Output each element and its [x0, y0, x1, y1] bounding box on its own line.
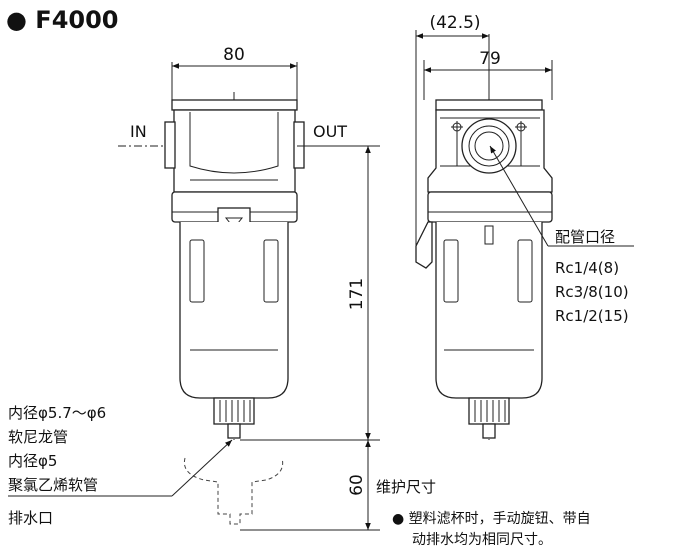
note: ● 塑料滤杯时，手动旋钮、带自 动排水均为相同尺寸。: [392, 511, 591, 548]
dim-height-171: 171: [347, 278, 367, 310]
dim-width-80: 80: [223, 45, 245, 65]
port-out-label: OUT: [313, 122, 347, 141]
port-size-option-2: Rc3/8(10): [555, 283, 629, 301]
maintenance-label: 维护尺寸: [376, 478, 436, 496]
drawing-title: ● F4000: [6, 6, 119, 34]
port-size-heading: 配管口径: [555, 228, 615, 246]
note-line-2: 动排水均为相同尺寸。: [412, 532, 552, 548]
height-dimension: 171: [240, 145, 380, 441]
front-view: 80 IN OUT: [118, 45, 375, 525]
maintenance-dimension: 60 维护尺寸: [240, 440, 436, 531]
note-line-1: ● 塑料滤杯时，手动旋钮、带自: [392, 511, 591, 527]
drain-label-line1: 内径φ5.7～φ6: [8, 404, 106, 422]
dim-depth-42-5: (42.5): [429, 13, 480, 33]
port-size-option-1: Rc1/4(8): [555, 259, 619, 277]
port-in-label: IN: [130, 122, 147, 141]
port-size-option-3: Rc1/2(15): [555, 307, 629, 325]
dim-depth-79: 79: [479, 49, 501, 69]
drain-port-label: 排水口: [8, 509, 53, 527]
port-size-callout: 配管口径 Rc1/4(8) Rc3/8(10) Rc1/2(15): [489, 145, 634, 325]
dim-maintenance-60: 60: [347, 474, 367, 496]
drain-callout: 内径φ5.7～φ6 软尼龙管 内径φ5 聚氯乙烯软管 排水口: [8, 404, 233, 527]
drain-label-line4: 聚氯乙烯软管: [8, 476, 98, 494]
side-view: (42.5) 79: [415, 13, 553, 440]
drain-label-line3: 内径φ5: [8, 452, 57, 470]
drain-label-line2: 软尼龙管: [8, 428, 68, 446]
